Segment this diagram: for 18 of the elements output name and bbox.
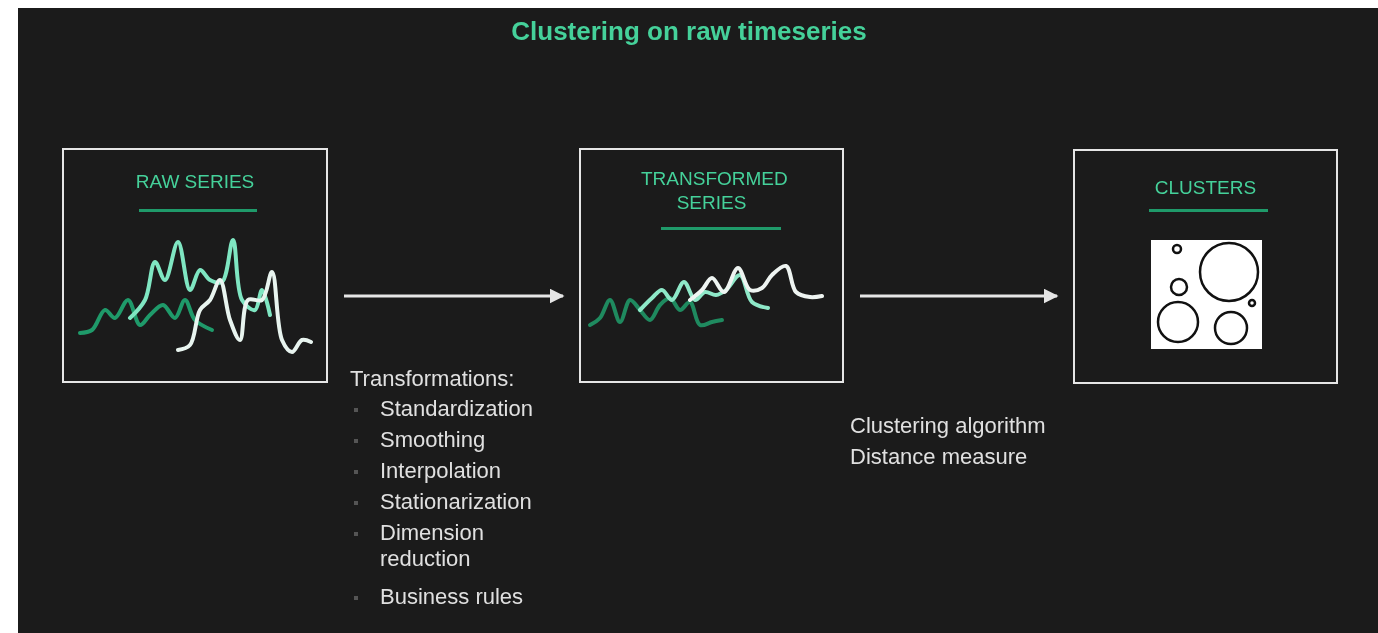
list-item: Interpolation: [380, 458, 503, 484]
note-text: Distance measure: [850, 444, 1028, 470]
list-item: Standardization: [380, 396, 534, 422]
box-heading: RAW SERIES: [134, 170, 256, 194]
process-box: [62, 148, 328, 383]
note-text: Transformations:: [350, 366, 515, 392]
list-item: Smoothing: [380, 427, 487, 453]
list-item: Business rules: [380, 584, 525, 610]
process-box: [1073, 149, 1338, 384]
process-box: [579, 148, 844, 383]
note-text: Clustering algorithm: [850, 413, 1046, 439]
box-heading: CLUSTERS: [1153, 176, 1258, 200]
arrow: [344, 288, 565, 304]
arrow: [860, 288, 1059, 304]
diagram-title: Clustering on raw timeseries: [510, 16, 868, 47]
box-heading: TRANSFORMED SERIES: [640, 167, 789, 215]
list-item: Stationarization: [380, 489, 533, 515]
list-item: Dimension reduction: [380, 520, 485, 572]
